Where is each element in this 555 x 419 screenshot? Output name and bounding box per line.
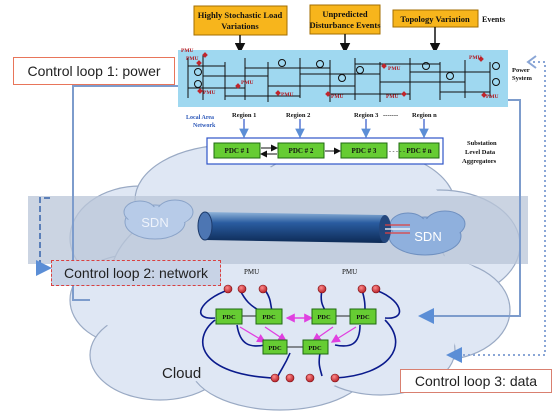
aggregator-label-1: Substation: [467, 140, 497, 147]
pmu-tag: PMU: [203, 90, 216, 96]
control-loop-network: [36, 197, 52, 276]
cloud-pmu-label: PMU: [342, 268, 357, 276]
sdn-left-label: SDN: [141, 215, 168, 230]
cloud-pmu-label: PMU: [244, 268, 259, 276]
lan-label-1: Local Area: [186, 115, 214, 121]
pmu-tag: PMU: [386, 94, 399, 100]
region-dashes: -------: [383, 112, 398, 119]
event-topology-label: Topology Variation: [400, 14, 470, 24]
region-label: Region 1: [232, 112, 256, 119]
pmu-tag: PMU: [181, 48, 194, 54]
control-loop-network-label: Control loop 2: network: [51, 260, 221, 286]
pdc-dashes: - - - - -: [389, 149, 405, 155]
aggregator-label-2: Level Data: [465, 149, 496, 156]
pdc-1-label: PDC # 1: [225, 147, 250, 155]
power-system-label-1: Power: [512, 67, 530, 74]
sdn-right-label: SDN: [414, 229, 441, 244]
pdc-3-label: PDC # 3: [352, 147, 377, 155]
lan-label-2: Network: [193, 123, 216, 129]
cloud-pdc-network: PDC PDC PDC PDC PDC PDC: [200, 284, 401, 383]
cloud-pdc-label: PDC: [262, 314, 276, 321]
region-label: Region 2: [286, 112, 310, 119]
pmu-tag: PMU: [469, 55, 482, 61]
pmu-tag: PMU: [186, 56, 199, 62]
event-box-topology: Topology Variation: [392, 9, 479, 28]
control-loop-power-label: Control loop 1: power: [13, 57, 175, 85]
pdc-n-label: PDC # n: [406, 147, 431, 155]
control-loop-data: [446, 55, 546, 363]
cloud-pdc-label: PDC: [317, 314, 331, 321]
power-grid-schematic: [187, 55, 500, 102]
control-loop-power: [72, 85, 521, 324]
cloud-pdc-label: PDC: [308, 345, 322, 352]
control-loop-data-label: Control loop 3: data: [400, 369, 552, 393]
pmu-tag: PMU: [331, 94, 344, 100]
event-load-line1: Highly Stochastic Load: [198, 10, 283, 20]
region-label: Region 3: [354, 112, 379, 119]
event-disturbance-line2: Disturbance Events: [309, 20, 381, 30]
pmu-tag: PMU: [281, 92, 294, 98]
network-tube: [197, 211, 410, 243]
event-load-line2: Variations: [221, 21, 259, 31]
cloud-pdc-label: PDC: [356, 314, 370, 321]
event-disturbance-line1: Unpredicted: [322, 9, 367, 19]
cloud-label: Cloud: [162, 365, 201, 382]
pdc-2-label: PDC # 2: [289, 147, 314, 155]
pmu-tag: PMU: [388, 66, 401, 72]
pdc-row: [213, 142, 440, 159]
region-label: Region n: [412, 112, 437, 119]
pmu-tag: PMU: [486, 94, 499, 100]
events-suffix: Events: [482, 15, 505, 24]
pmu-tag: PMU: [241, 80, 254, 86]
event-box-disturbance: Unpredicted Disturbance Events: [309, 4, 381, 35]
cloud-pdc-label: PDC: [268, 345, 282, 352]
power-system-label-2: System: [512, 75, 532, 82]
cloud-pdc-label: PDC: [222, 314, 236, 321]
event-box-load: Highly Stochastic Load Variations: [193, 5, 288, 36]
aggregator-label-3: Aggregators: [462, 158, 497, 165]
